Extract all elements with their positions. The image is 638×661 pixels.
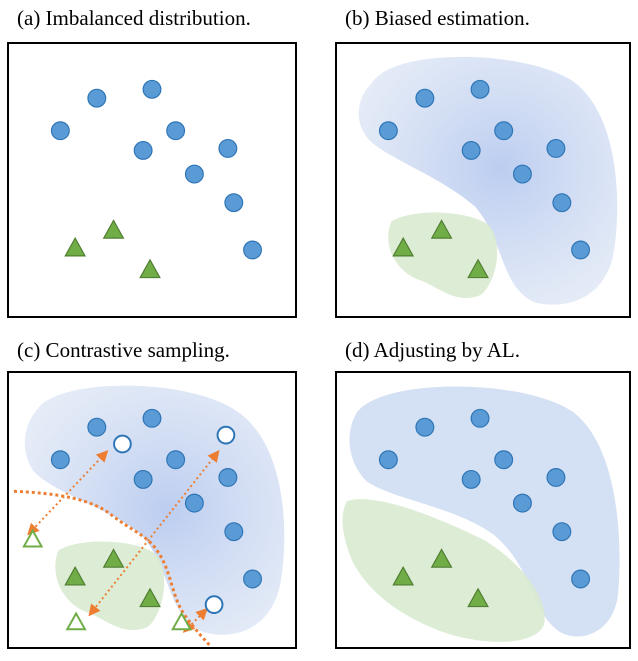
- minority-points: [64, 219, 161, 279]
- majority-point: [50, 450, 70, 470]
- panel-biased-estimation: [335, 42, 631, 318]
- caption-imbalanced-distribution: (a) Imbalanced distribution.: [17, 6, 251, 30]
- majority-point: [546, 468, 566, 487]
- majority-point: [224, 193, 244, 213]
- panel-imbalanced-distribution: [7, 42, 297, 318]
- minority-estimated-region: [55, 541, 165, 631]
- majority-point: [87, 88, 107, 108]
- majority-point: [50, 121, 70, 141]
- minority-point: [64, 565, 86, 586]
- majority-point: [133, 140, 153, 160]
- majority-point: [512, 164, 532, 184]
- majority-point: [166, 450, 186, 470]
- sampled-majority-point: [113, 434, 132, 454]
- sampled-minority-point: [65, 611, 87, 631]
- caption-contrastive-sampling: (c) Contrastive sampling.: [17, 338, 230, 362]
- majority-points: [50, 408, 262, 589]
- minority-points: [392, 219, 489, 279]
- minority-point: [102, 548, 125, 568]
- majority-point: [243, 569, 262, 589]
- majority-point: [184, 493, 204, 513]
- majority-points: [378, 408, 591, 589]
- panel-contrastive-sampling: [7, 371, 297, 649]
- sampled-majority-point: [216, 425, 236, 445]
- majority-point: [166, 121, 186, 141]
- minority-point: [64, 236, 86, 257]
- minority-adjusted-region: [342, 499, 545, 642]
- majority-point: [494, 121, 514, 141]
- panel-adjusting-by-al: [335, 371, 631, 649]
- majority-point: [142, 408, 162, 428]
- majority-points: [378, 79, 591, 260]
- sampled-majority-points: [113, 425, 236, 614]
- majority-point: [571, 240, 591, 260]
- majority-adjusted-region: [349, 386, 620, 637]
- minority-point: [430, 548, 453, 568]
- minority-point: [139, 258, 161, 279]
- majority-point: [552, 522, 572, 542]
- majority-point: [461, 469, 481, 489]
- majority-point: [142, 79, 162, 99]
- sampled-minority-point: [22, 528, 44, 548]
- adjusting-by-al-plot: [342, 386, 620, 642]
- majority-point: [224, 522, 244, 542]
- minority-points: [392, 548, 489, 608]
- majority-point: [494, 450, 514, 470]
- majority-point: [218, 468, 238, 487]
- majority-point: [512, 493, 532, 513]
- caption-biased-estimation: (b) Biased estimation.: [345, 6, 530, 30]
- biased-estimation-plot: [358, 56, 618, 305]
- majority-point: [470, 79, 490, 99]
- sampled-minority-point: [171, 611, 193, 631]
- majority-point: [218, 139, 238, 158]
- minority-point: [102, 219, 125, 239]
- sampled-majority-point: [204, 595, 224, 614]
- majority-point: [133, 469, 153, 489]
- majority-point: [552, 193, 572, 213]
- majority-point: [378, 121, 398, 141]
- majority-point: [87, 417, 107, 437]
- minority-points: [64, 548, 161, 608]
- majority-point: [415, 88, 435, 108]
- majority-point: [243, 240, 262, 260]
- minority-point: [392, 565, 415, 586]
- majority-point: [461, 140, 481, 160]
- majority-points: [50, 79, 262, 260]
- minority-point: [430, 219, 453, 239]
- majority-point: [571, 569, 591, 589]
- majority-point: [470, 408, 490, 428]
- minority-point: [467, 258, 489, 279]
- caption-adjusting-by-al: (d) Adjusting by AL.: [345, 338, 521, 362]
- majority-point: [546, 139, 566, 158]
- minority-point: [392, 236, 415, 257]
- pair-link-arrow: [88, 449, 220, 617]
- majority-estimated-region: [358, 56, 618, 305]
- majority-point: [378, 450, 398, 470]
- minority-point: [467, 587, 489, 608]
- majority-point: [415, 417, 435, 437]
- majority-point: [184, 164, 204, 184]
- imbalanced-distribution-plot: [50, 79, 262, 279]
- minority-point: [139, 587, 161, 608]
- contrastive-sampling-plot: [13, 385, 285, 647]
- sampled-minority-points: [22, 528, 193, 631]
